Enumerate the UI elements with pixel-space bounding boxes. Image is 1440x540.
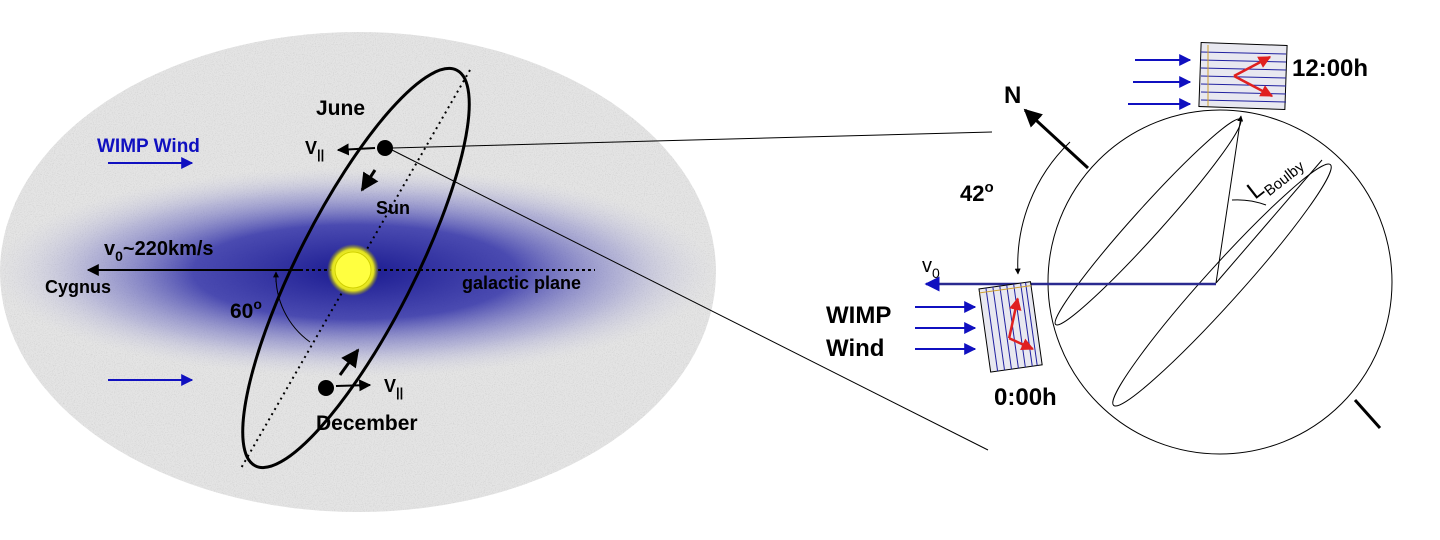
wimp-wind-label: WIMP Wind — [97, 136, 200, 157]
sun — [334, 251, 372, 289]
recoil-track-noon-up — [1233, 55, 1272, 78]
earth-panel: N 42o LBoulby v0 WIMP Wind 12:00h 0:00h — [826, 42, 1393, 455]
sun-label: Sun — [376, 198, 410, 218]
earth-june-dot — [377, 140, 393, 156]
tilt-angle-label: 42o — [960, 179, 994, 206]
tilt-arc — [1014, 141, 1071, 275]
detector-midnight — [978, 281, 1043, 373]
recoil-track-midnight-up — [1007, 297, 1022, 339]
galactic-plane-label: galactic plane — [462, 273, 581, 293]
angle-60-label: 60o — [230, 296, 262, 323]
earth-globe — [1047, 109, 1393, 455]
detector-noon — [1198, 42, 1288, 110]
velocity-label: v0~220km/s — [104, 238, 214, 264]
latitude-circle-lower — [1112, 163, 1332, 407]
wind-label: Wind — [826, 335, 884, 362]
time-noon-label: 12:00h — [1292, 55, 1368, 82]
earth-axis-south — [1353, 399, 1382, 429]
orbit-direction-arrow-bottom — [338, 348, 360, 376]
zenith-line — [1215, 115, 1244, 284]
recoil-track-midnight-down — [1008, 337, 1035, 351]
time-midnight-label: 0:00h — [994, 384, 1057, 411]
recoil-track-noon-down — [1233, 74, 1274, 98]
v0-label: v0 — [922, 255, 940, 281]
june-label: June — [316, 97, 365, 120]
v-parallel-december-arrow — [335, 379, 372, 392]
v-parallel-december-label: V|| — [384, 376, 403, 400]
cygnus-label: Cygnus — [45, 277, 111, 297]
earth-axis-north — [1023, 108, 1090, 170]
v-parallel-june-arrow — [336, 143, 376, 156]
earth-december-dot — [318, 380, 334, 396]
zoom-line-upper — [391, 131, 993, 149]
north-label: N — [1004, 82, 1021, 109]
wimp-label: WIMP — [826, 302, 891, 329]
orbit-direction-arrow-top — [360, 169, 379, 192]
december-label: December — [316, 412, 418, 435]
latitude-arc — [1231, 199, 1267, 206]
zoom-line-lower — [391, 149, 989, 451]
v-parallel-june-label: V|| — [305, 138, 324, 162]
galaxy-panel: WIMP Wind v0~220km/s Cygnus galactic pla… — [0, 32, 716, 512]
earth-orbit — [241, 66, 471, 470]
orbit-axis — [239, 69, 471, 471]
latitude-line — [1215, 159, 1323, 284]
